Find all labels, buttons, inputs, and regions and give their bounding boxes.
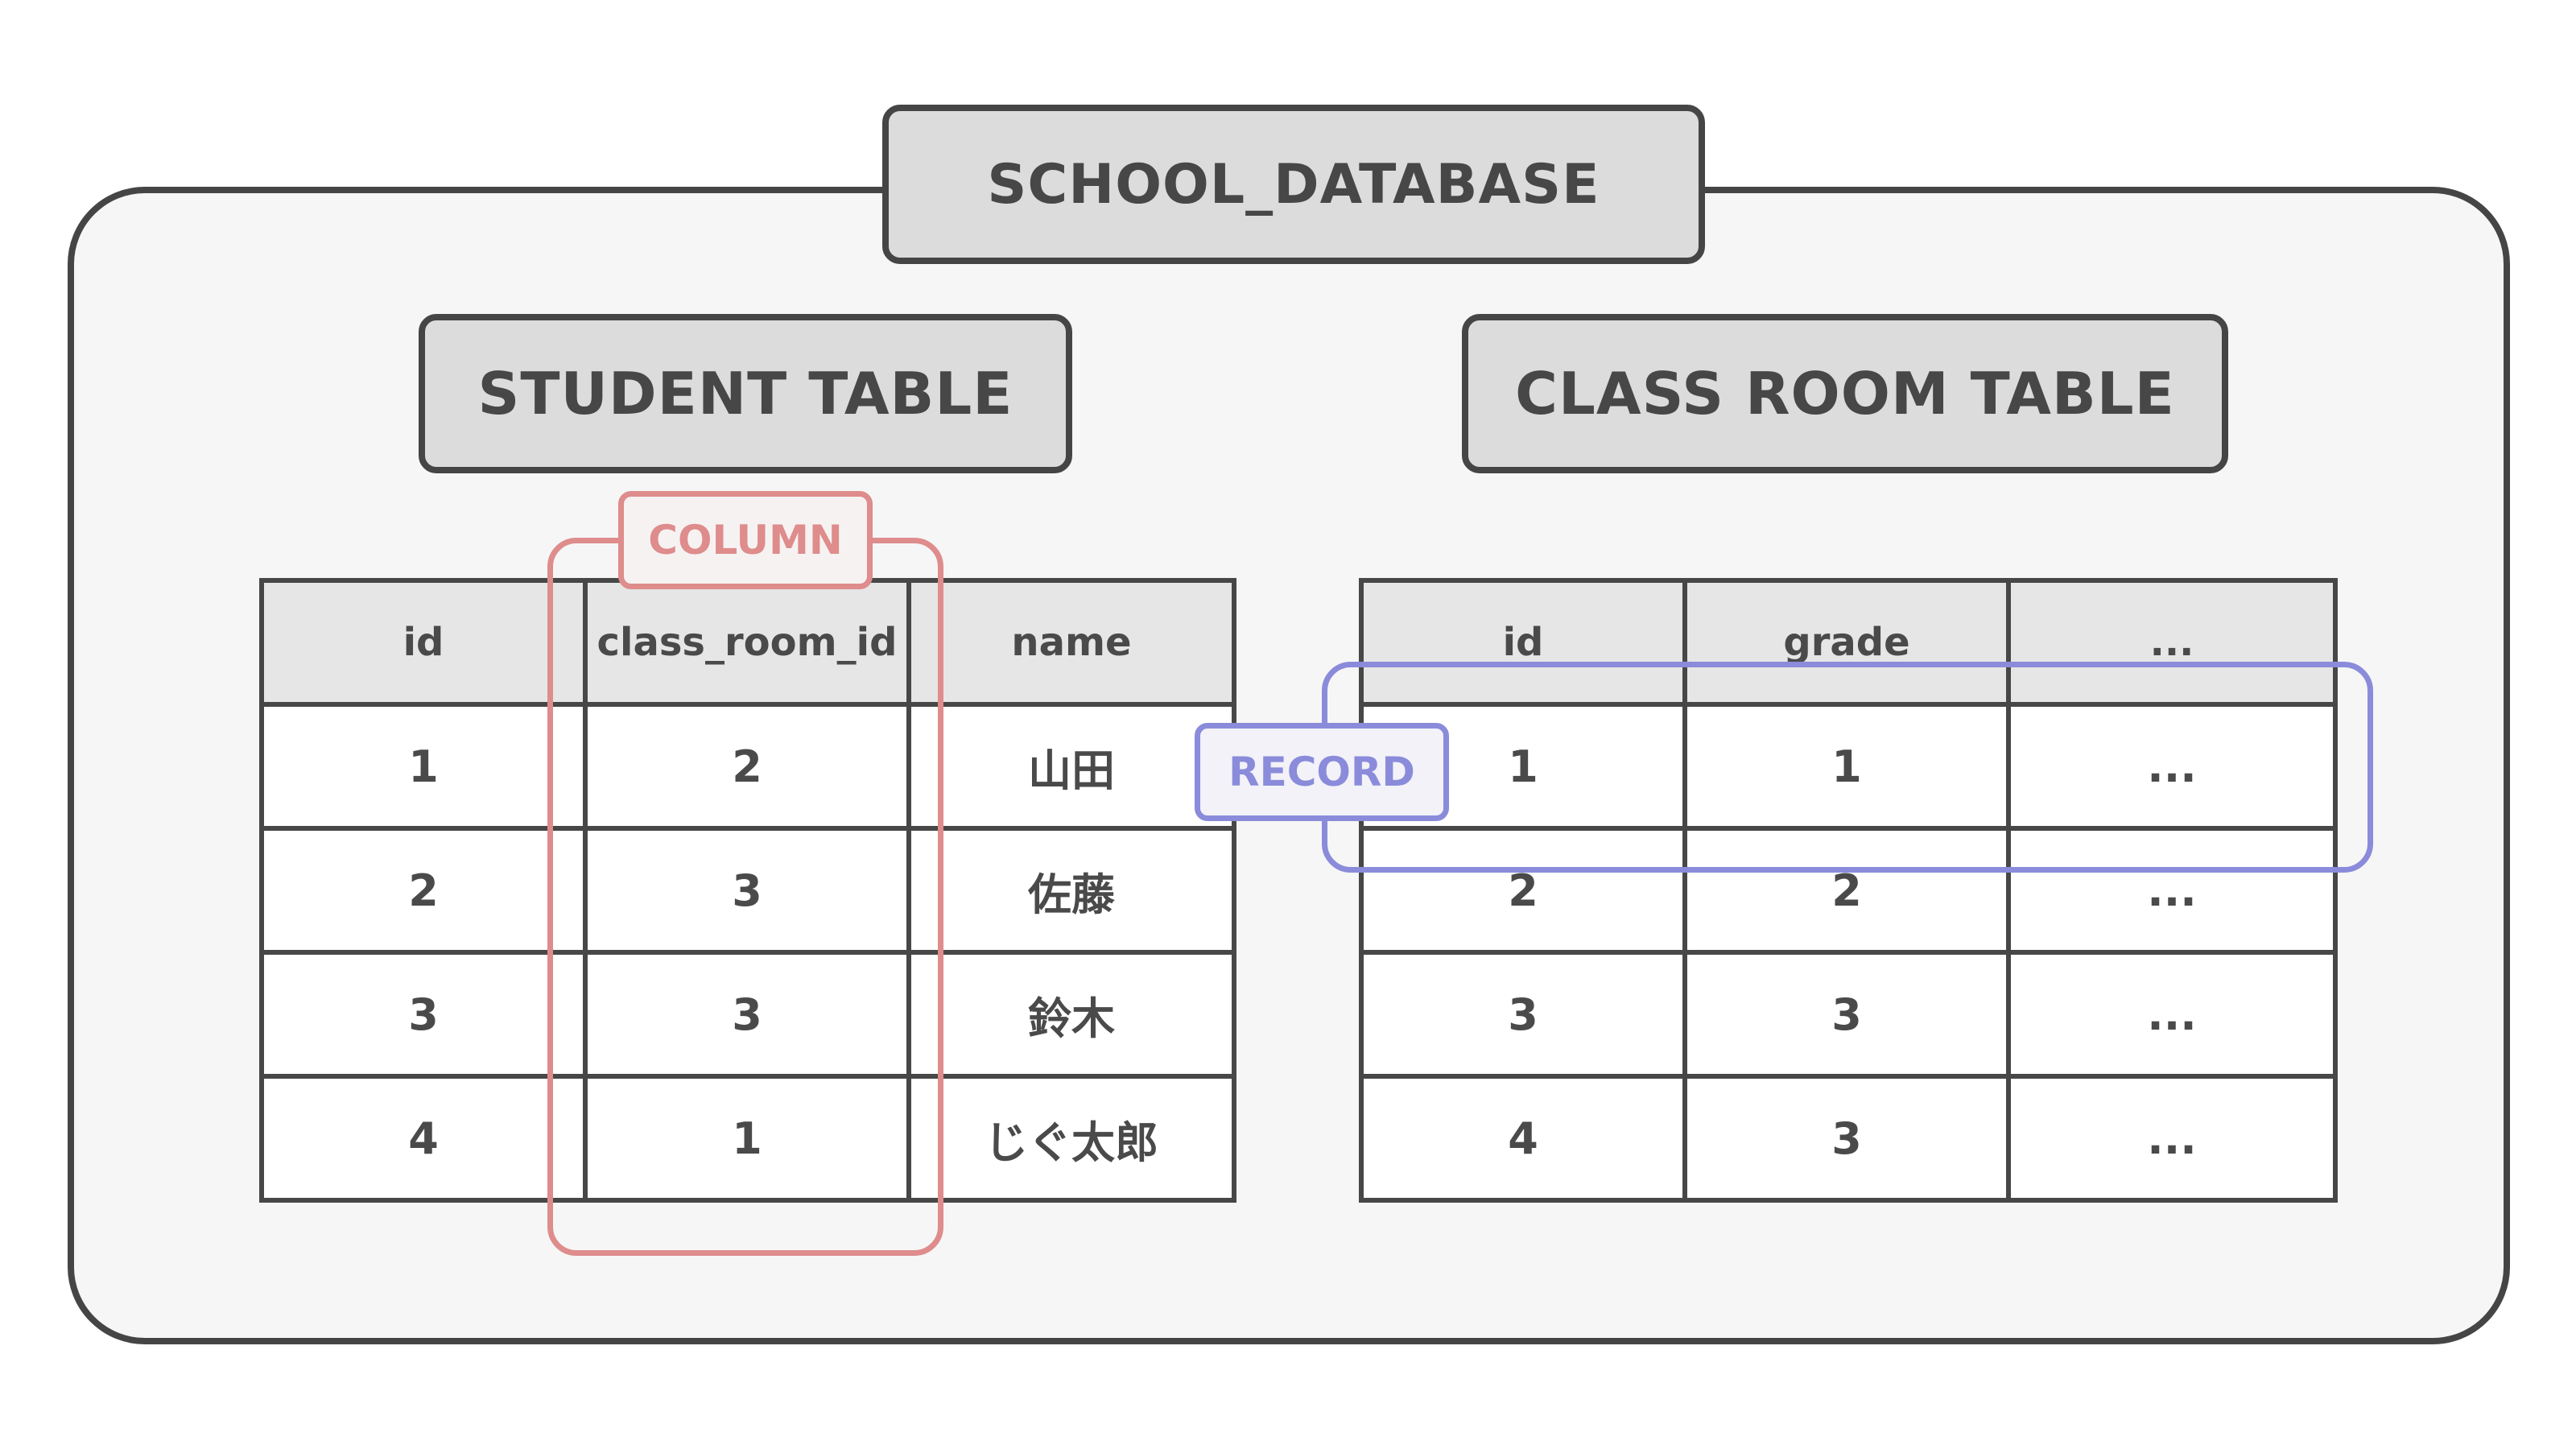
student-table: id class_room_id name 1 2 山田 2 3 佐藤 3 3 … (259, 578, 1236, 1203)
class-room-cell: 4 (1359, 1074, 1687, 1203)
class-room-cell: 2 (1682, 826, 2011, 955)
class-room-column-header: id (1359, 578, 1687, 707)
class-room-row: 1 1 ... (1359, 702, 2338, 831)
class-room-header-row: id grade ... (1359, 578, 2338, 707)
class-room-cell: ... (2006, 950, 2338, 1079)
student-row: 3 3 鈴木 (259, 950, 1236, 1079)
class-room-row: 2 2 ... (1359, 826, 2338, 955)
student-row: 2 3 佐藤 (259, 826, 1236, 955)
student-cell: 2 (583, 702, 911, 831)
student-cell: 4 (259, 1074, 588, 1203)
class-room-cell: ... (2006, 826, 2338, 955)
student-cell: じぐ太郎 (906, 1074, 1236, 1203)
student-table-title: STUDENT TABLE (419, 314, 1072, 473)
record-highlight-frame (1322, 662, 2373, 873)
student-row: 1 2 山田 (259, 702, 1236, 831)
class-room-cell: 3 (1359, 950, 1687, 1079)
student-row: 4 1 じぐ太郎 (259, 1074, 1236, 1203)
class-room-cell: ... (2006, 1074, 2338, 1203)
student-cell: 2 (259, 826, 588, 955)
student-cell: 佐藤 (906, 826, 1236, 955)
student-header-row: id class_room_id name (259, 578, 1236, 707)
class-room-column-header: ... (2006, 578, 2338, 707)
column-highlight-frame (547, 538, 943, 1256)
student-cell: 3 (259, 950, 588, 1079)
class-room-cell: 1 (1682, 702, 2011, 831)
student-cell: 3 (583, 950, 911, 1079)
student-cell: 鈴木 (906, 950, 1236, 1079)
class-room-row: 3 3 ... (1359, 950, 2338, 1079)
student-cell: 3 (583, 826, 911, 955)
column-label: COLUMN (618, 491, 873, 589)
class-room-table-title: CLASS ROOM TABLE (1462, 314, 2228, 473)
student-cell: 1 (583, 1074, 911, 1203)
class-room-column-header: grade (1682, 578, 2011, 707)
student-cell: 山田 (906, 702, 1236, 831)
database-title: SCHOOL_DATABASE (882, 105, 1705, 264)
class-room-cell: 2 (1359, 826, 1687, 955)
student-column-header: class_room_id (583, 578, 911, 707)
class-room-cell: ... (2006, 702, 2338, 831)
student-column-header: name (906, 578, 1236, 707)
class-room-table: id grade ... 1 1 ... 2 2 ... 3 3 ... 4 3… (1359, 578, 2338, 1203)
record-label: RECORD (1195, 723, 1449, 821)
class-room-cell: 3 (1682, 1074, 2011, 1203)
student-column-header: id (259, 578, 588, 707)
student-cell: 1 (259, 702, 588, 831)
class-room-cell: 3 (1682, 950, 2011, 1079)
class-room-row: 4 3 ... (1359, 1074, 2338, 1203)
